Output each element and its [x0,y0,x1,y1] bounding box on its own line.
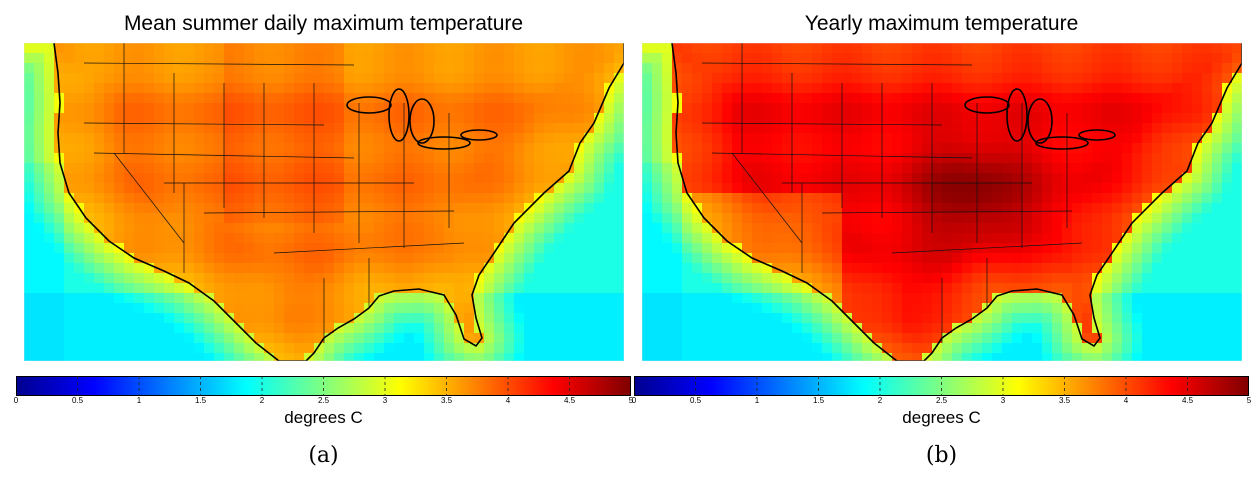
map-title: Yearly maximum temperature [804,12,1079,35]
state-boundary [203,210,455,214]
state-boundary [273,242,465,254]
colorbar-tick-label: 4.5 [1181,396,1194,405]
colorbar-tick-label: 3 [1000,396,1006,405]
lake-outline [1035,136,1089,150]
lake-outline [1006,88,1028,142]
colorbar-tick-label: 4.5 [563,396,576,405]
colorbar-tick-label: 3.5 [1058,396,1071,405]
lake-outline [964,96,1010,114]
map-panel-b: Yearly maximum temperature 0 0.5 1 1.5 2 2.5 3… [631,0,1252,479]
state-boundary [113,152,185,244]
colorbar-tick-label: 2.5 [935,396,948,405]
colorbar [16,376,631,398]
colorbar-tick-label: 0 [13,396,19,405]
colorbar-label: degrees C [902,408,981,427]
lake-outline [460,129,498,141]
colorbar-label: degrees C [284,408,363,427]
lake-outline [1078,129,1116,141]
colorbar-tick-label: 1.5 [812,396,825,405]
colorbar-tick-labels: 0 0.5 1 1.5 2 2.5 3 3.5 4 4.5 5 [13,396,634,408]
state-boundary [821,210,1073,214]
state-boundary [711,152,973,159]
panel-caption: (b) [925,443,958,468]
map-title: Mean summer daily maximum temperature [123,12,524,35]
lake-outline [1027,98,1053,144]
state-boundary [891,242,1083,254]
state-boundary [93,152,355,159]
colorbar-tick-label: 0 [631,396,637,405]
lake-outline [388,88,410,142]
panel-caption: (a) [308,443,339,468]
colorbar-tick-label: 5 [628,396,634,405]
colorbar-tick-label: 2.5 [317,396,330,405]
colorbar-tick-label: 5 [1246,396,1252,405]
colorbar-tick-label: 3.5 [440,396,453,405]
colorbar-tick-label: 2 [877,396,883,405]
colorbar-tick-label: 4 [1123,396,1129,405]
state-boundary [731,152,803,244]
colorbar-gradient [634,376,1249,396]
colorbar-gradient [16,376,631,396]
colorbar-tick-label: 4 [505,396,511,405]
state-boundary [701,122,943,126]
lake-outline [346,96,392,114]
colorbar-tick-label: 3 [382,396,388,405]
colorbar-tick-labels: 0 0.5 1 1.5 2 2.5 3 3.5 4 4.5 5 [631,396,1252,408]
colorbar-tick-label: 1.5 [194,396,207,405]
colorbar-tick-label: 1 [754,396,760,405]
colorbar-tick-label: 2 [259,396,265,405]
colorbar-tick-label: 0.5 [71,396,84,405]
state-boundary [701,62,973,66]
state-boundary [83,122,325,126]
colorbar [634,376,1249,398]
lake-outline [417,136,471,150]
temperature-map [642,43,1242,361]
colorbar-tick-label: 1 [136,396,142,405]
state-boundary [83,62,355,66]
lake-outline [409,98,435,144]
colorbar-tick-label: 0.5 [689,396,702,405]
temperature-map [24,43,624,361]
